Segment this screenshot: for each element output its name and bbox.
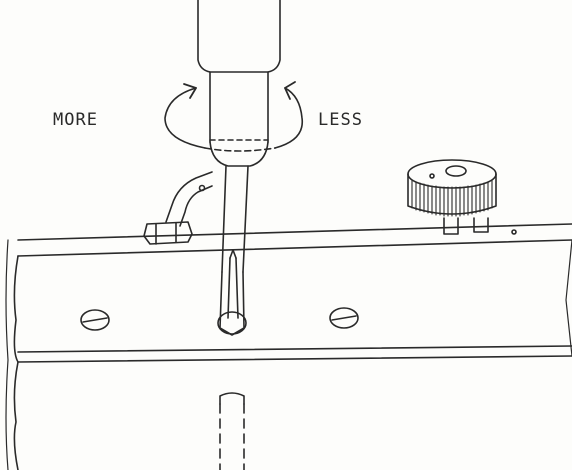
adjustment-hole	[217, 311, 247, 335]
mounting-rail	[5, 223, 572, 470]
rotation-arrow	[164, 81, 304, 152]
lower-post	[219, 392, 245, 470]
more-label: MORE	[53, 110, 98, 130]
knurled-knob	[407, 159, 517, 235]
screwdriver-handle	[197, 0, 281, 167]
screwdriver-shaft	[219, 165, 249, 336]
left-screw	[80, 309, 110, 331]
less-label: LESS	[318, 110, 363, 130]
pipe-fitting	[143, 171, 213, 245]
right-screw	[329, 307, 359, 329]
